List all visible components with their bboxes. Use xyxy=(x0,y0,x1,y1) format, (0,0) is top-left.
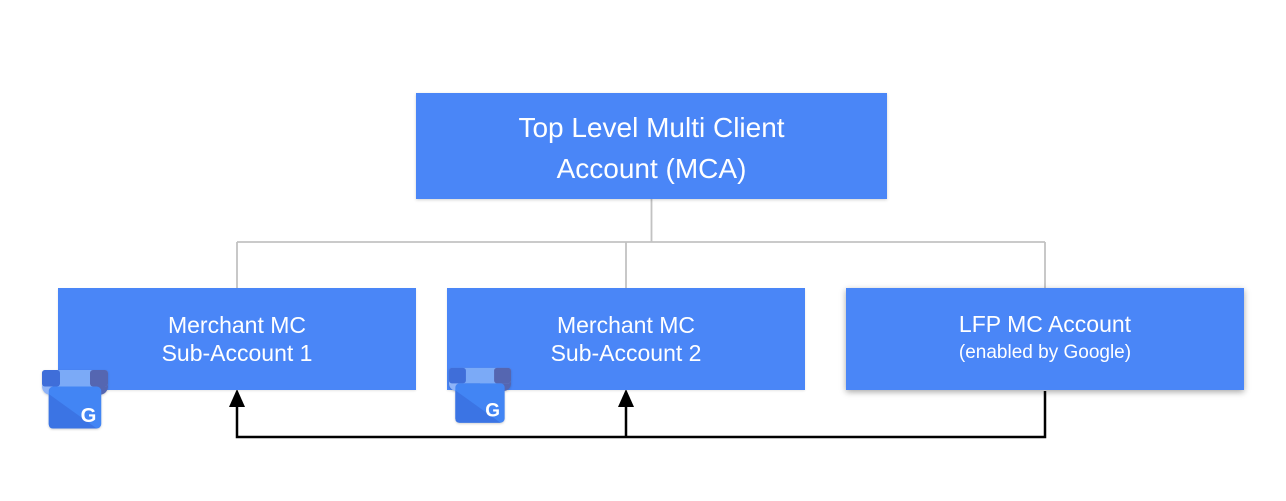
node-label-line2: (enabled by Google) xyxy=(958,342,1132,363)
node-label-line2: Sub-Account 2 xyxy=(550,340,702,366)
lfp-feed-arrow-lines xyxy=(235,391,1047,439)
hierarchy-tree-lines xyxy=(236,195,1046,289)
node-label-line1: LFP MC Account xyxy=(958,311,1132,337)
arrowhead-to-sub-account-1 xyxy=(229,389,245,407)
node-label-line2: Account (MCA) xyxy=(556,153,747,184)
node-label-line2: Sub-Account 1 xyxy=(161,340,313,366)
node-label-line1: Top Level Multi Client xyxy=(518,112,785,143)
google-business-profile-icon xyxy=(449,367,511,423)
node-lfp-mc-account: LFP MC Account (enabled by Google) xyxy=(846,288,1244,390)
google-business-profile-icon xyxy=(42,370,108,429)
arrowhead-to-sub-account-2 xyxy=(618,389,634,407)
node-merchant-sub-account-1: Merchant MC Sub-Account 1 xyxy=(58,288,416,390)
node-label-line1: Merchant MC xyxy=(556,312,696,338)
node-top-level-mca: Top Level Multi Client Account (MCA) xyxy=(416,93,887,199)
node-label-line1: Merchant MC xyxy=(167,312,307,338)
